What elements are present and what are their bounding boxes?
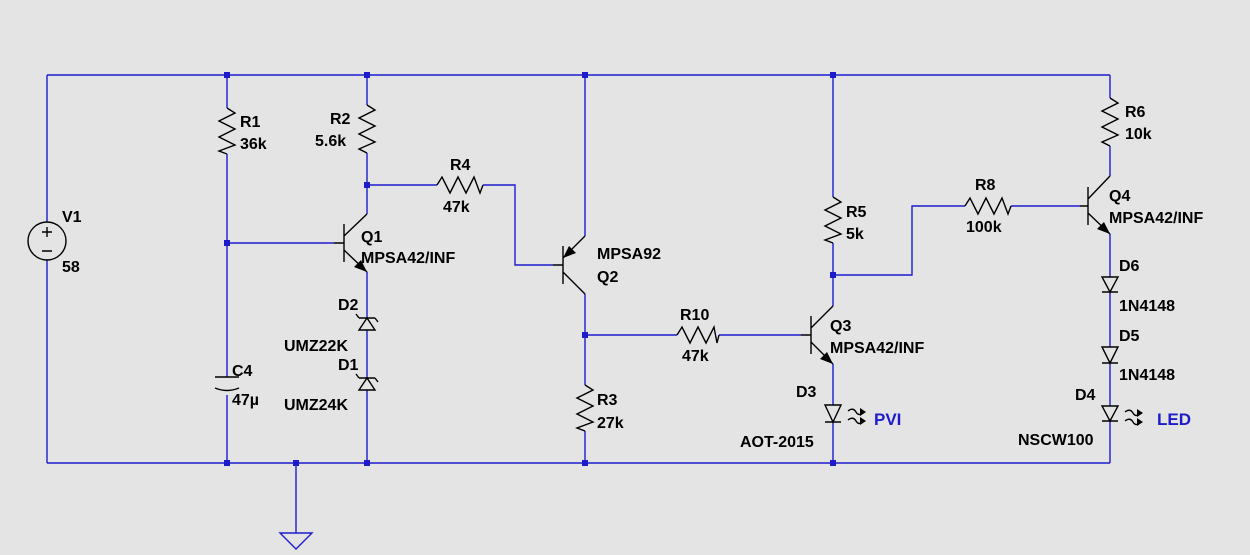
junctions: [224, 72, 836, 466]
diode-d5[interactable]: [1100, 346, 1120, 365]
r2-value: 5.6k: [315, 133, 346, 150]
zener-diode-d2[interactable]: [355, 313, 379, 331]
d4-label: D4: [1075, 387, 1096, 404]
q1-value: MPSA42/INF: [361, 250, 455, 267]
net-label-pvi: PVI: [874, 410, 901, 429]
d1-label: D1: [338, 357, 359, 374]
net-label-led: LED: [1157, 410, 1191, 429]
transistor-q1[interactable]: [334, 213, 368, 273]
junction-dot: [224, 72, 230, 78]
junction-dot: [364, 72, 370, 78]
q2-value: MPSA92: [597, 246, 661, 263]
r1-value: 36k: [240, 136, 267, 153]
r2-label: R2: [330, 111, 351, 128]
q4-value: MPSA42/INF: [1109, 210, 1203, 227]
r4-label: R4: [450, 157, 471, 174]
junction-dot: [224, 460, 230, 466]
r3-label: R3: [597, 392, 618, 409]
r8-label: R8: [975, 177, 996, 194]
d5-label: D5: [1119, 328, 1140, 345]
junction-dot: [582, 332, 588, 338]
r5-value: 5k: [846, 226, 864, 243]
resistor-r10[interactable]: [676, 324, 720, 345]
q1-label: Q1: [361, 229, 382, 246]
q3-label: Q3: [830, 318, 851, 335]
resistor-r3[interactable]: [575, 384, 595, 432]
diode-d6[interactable]: [1100, 276, 1120, 294]
junction-dot: [364, 460, 370, 466]
d6-label: D6: [1119, 258, 1140, 275]
r10-value: 47k: [682, 348, 709, 365]
voltage-source-v1[interactable]: [27, 221, 67, 261]
q4-label: Q4: [1109, 188, 1130, 205]
resistor-r2[interactable]: [357, 104, 377, 154]
ground-symbol: [278, 532, 314, 550]
led-d3[interactable]: [823, 404, 866, 425]
r6-label: R6: [1125, 104, 1146, 121]
d6-value: 1N4148: [1119, 298, 1175, 315]
junction-dot: [582, 460, 588, 466]
resistor-r1[interactable]: [217, 107, 237, 155]
q3-value: MPSA42/INF: [830, 340, 924, 357]
led-d4[interactable]: [1100, 405, 1143, 426]
c4-label: C4: [232, 363, 253, 380]
r10-label: R10: [680, 307, 709, 324]
d2-label: D2: [338, 297, 359, 314]
junction-dot: [830, 272, 836, 278]
r6-value: 10k: [1125, 126, 1152, 143]
zener-diode-d1[interactable]: [355, 373, 379, 391]
r5-label: R5: [846, 204, 867, 221]
resistor-r6[interactable]: [1100, 97, 1120, 147]
junction-dot: [364, 182, 370, 188]
d5-value: 1N4148: [1119, 367, 1175, 384]
r8-value: 100k: [966, 219, 1002, 236]
resistor-r4[interactable]: [436, 175, 484, 195]
d4-value: NSCW100: [1018, 432, 1094, 449]
r3-value: 27k: [597, 415, 624, 432]
r1-label: R1: [240, 114, 261, 131]
d3-value: AOT-2015: [740, 434, 814, 451]
d1-value: UMZ24K: [284, 397, 348, 414]
transistor-q3[interactable]: [801, 305, 834, 365]
v1-value: 58: [62, 259, 80, 276]
r4-value: 47k: [443, 199, 470, 216]
transistor-q4[interactable]: [1080, 175, 1111, 235]
resistor-r8[interactable]: [964, 196, 1012, 216]
d2-value: UMZ22K: [284, 338, 348, 355]
v1-label: V1: [62, 209, 82, 226]
q2-label: Q2: [597, 269, 618, 286]
junction-dot: [582, 72, 588, 78]
capacitor-c4[interactable]: [214, 376, 240, 392]
junction-dot: [224, 240, 230, 246]
resistor-r5[interactable]: [823, 196, 843, 244]
wires: [46, 74, 1111, 533]
c4-value: 47µ: [232, 392, 259, 409]
junction-dot: [293, 460, 299, 466]
junction-dot: [830, 460, 836, 466]
d3-label: D3: [796, 384, 817, 401]
transistor-q2[interactable]: [553, 235, 586, 295]
junction-dot: [830, 72, 836, 78]
